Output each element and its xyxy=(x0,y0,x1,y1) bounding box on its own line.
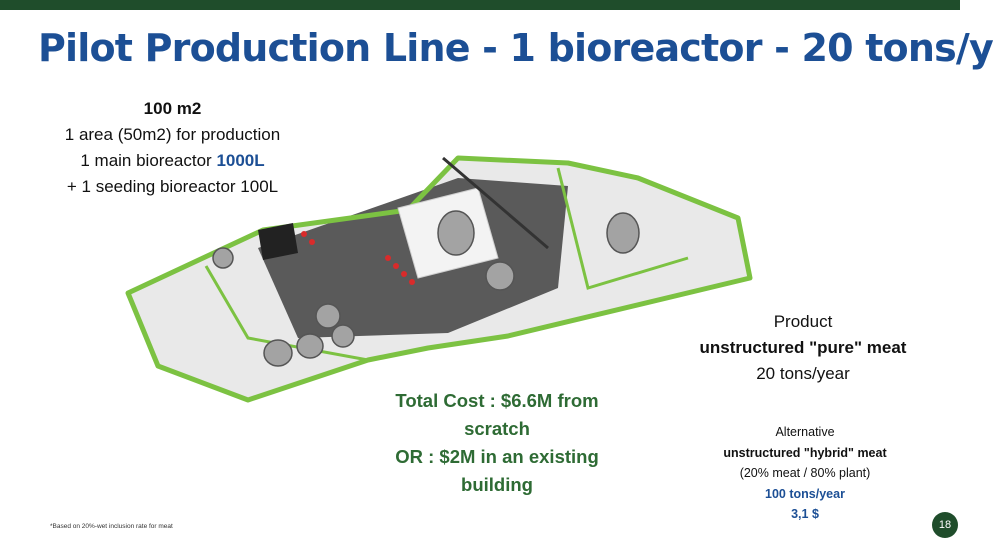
top-bar xyxy=(0,0,960,10)
main-bioreactor-label: 1 main bioreactor xyxy=(80,151,212,170)
page-number-badge: 18 xyxy=(932,512,958,538)
facility-floor-plan-illustration xyxy=(125,155,753,403)
interior-wall-right xyxy=(556,167,689,290)
cost-existing-building: OR : $2M in an existing building xyxy=(395,446,599,495)
cost-from-scratch: Total Cost : $6.6M from scratch xyxy=(395,390,599,439)
main-bioreactor-line: 1 main bioreactor 1000L xyxy=(20,148,325,174)
alternative-heading: Alternative xyxy=(775,425,835,439)
alternative-name: unstructured "hybrid" meat xyxy=(723,445,887,460)
alternative-ratio: (20% meat / 80% plant) xyxy=(739,466,871,480)
bioreactor-right xyxy=(606,212,640,254)
total-cost: Total Cost : $6.6M from scratch OR : $2M… xyxy=(377,387,617,499)
product-info: Product unstructured "pure" meat 20 tons… xyxy=(690,309,916,387)
facility-area: 100 m2 xyxy=(143,99,202,118)
alternative-info: Alternative unstructured "hybrid" meat (… xyxy=(700,422,910,525)
product-heading: Product xyxy=(773,312,833,331)
seeding-bioreactor: + 1 seeding bioreactor 100L xyxy=(66,177,279,196)
overhead-rail xyxy=(442,156,549,250)
bioreactor-main xyxy=(437,210,475,256)
bioreactor-back-left xyxy=(212,247,234,269)
red-stools xyxy=(301,231,415,285)
footnote: *Based on 20%-wet inclusion rate for mea… xyxy=(50,523,173,530)
slide-title: Pilot Production Line - 1 bioreactor - 2… xyxy=(38,26,993,70)
facility-specs: 100 m2 1 area (50m2) for production 1 ma… xyxy=(20,96,325,200)
main-bioreactor-volume: 1000L xyxy=(216,151,265,170)
green-rim xyxy=(125,155,753,403)
dark-room-block xyxy=(258,223,298,260)
bioreactors xyxy=(212,210,640,367)
bioreactor-center xyxy=(485,261,515,291)
bioreactor-small-2 xyxy=(296,333,324,359)
interior-wall-left xyxy=(204,265,369,362)
production-area: 1 area (50m2) for production xyxy=(64,125,281,144)
bioreactor-small-1 xyxy=(263,339,293,367)
bioreactor-small-4 xyxy=(331,324,355,348)
product-name: unstructured "pure" meat xyxy=(699,338,907,357)
alternative-price: 3,1 $ xyxy=(791,507,819,521)
product-capacity: 20 tons/year xyxy=(756,364,850,383)
bioreactor-small-3 xyxy=(315,303,341,329)
alternative-capacity: 100 tons/year xyxy=(765,486,845,501)
